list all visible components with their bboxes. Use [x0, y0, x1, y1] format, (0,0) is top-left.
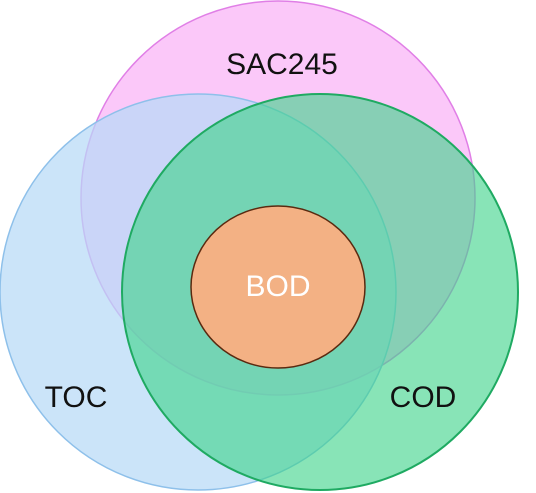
bod-label: BOD	[245, 270, 310, 303]
toc-label: TOC	[45, 381, 108, 414]
sac245-label: SAC245	[226, 48, 338, 81]
bod-circle	[190, 205, 366, 369]
cod-label: COD	[390, 381, 457, 414]
